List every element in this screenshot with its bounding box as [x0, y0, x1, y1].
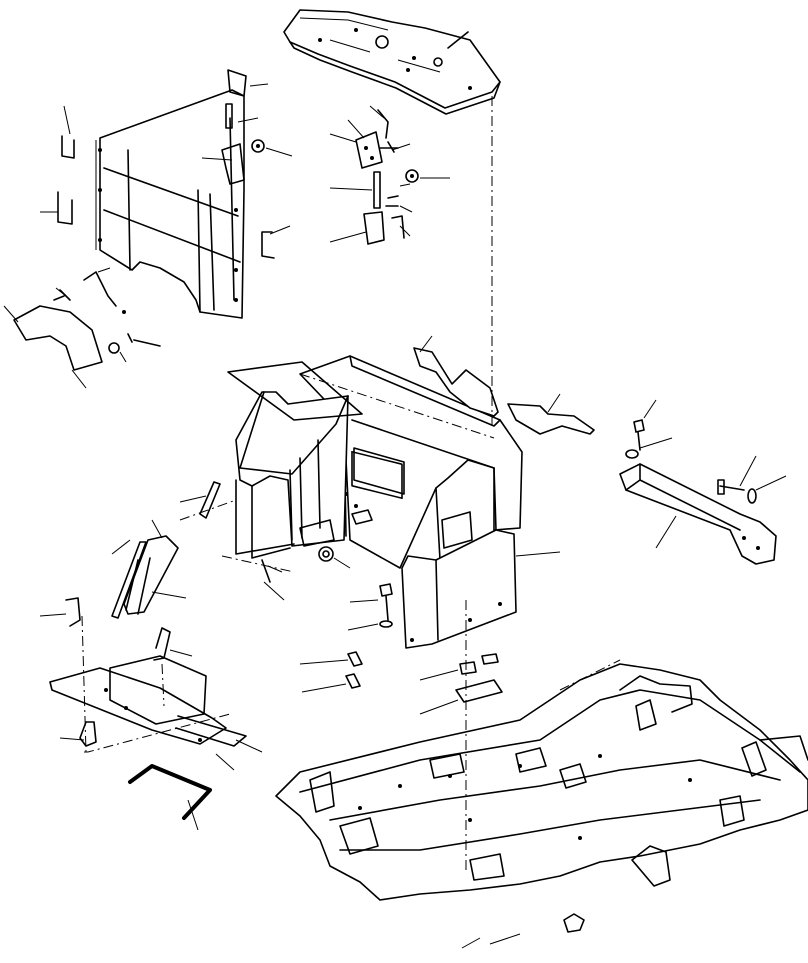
spacer-shims [299, 651, 503, 715]
bolts [318, 399, 787, 631]
clips [329, 105, 450, 245]
assembly-guide-lines [81, 96, 493, 870]
insulation-pad-right [507, 393, 595, 435]
main-frame [275, 659, 808, 949]
clips [40, 69, 293, 259]
bracket-arm [111, 481, 285, 619]
floor-plate [39, 597, 263, 771]
step-handle [128, 764, 212, 831]
top-cover-plate [283, 9, 501, 115]
control-panel-housing [227, 361, 363, 559]
support-beam [619, 463, 777, 565]
rear-side-panel [95, 89, 245, 319]
front-side-cover [401, 529, 561, 649]
insulation-pad-left [413, 335, 499, 417]
fender-liner [3, 267, 161, 389]
